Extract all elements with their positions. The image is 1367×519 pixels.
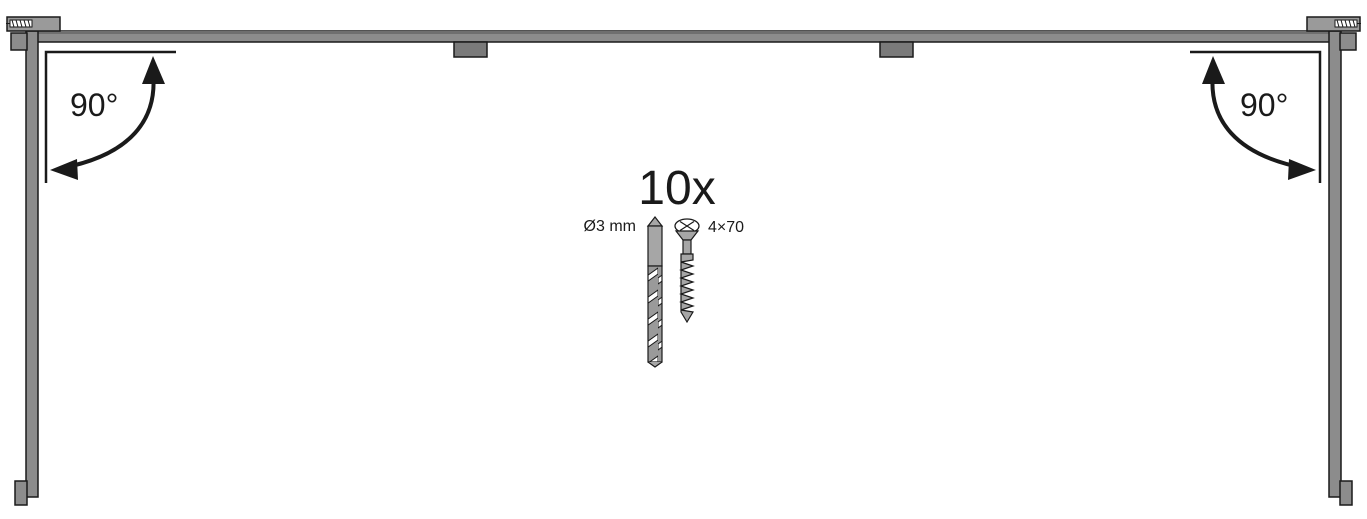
right-side-board	[1328, 30, 1342, 498]
hardware-callout: 10x Ø3 mm 4×70	[584, 162, 744, 368]
right-corner-screw-icon	[1334, 19, 1361, 28]
left-side-board	[25, 30, 39, 498]
left-angle-label: 90°	[70, 87, 118, 123]
drill-size-label: Ø3 mm	[584, 218, 636, 235]
quantity-label: 10x	[638, 162, 715, 215]
right-arrowhead-up-icon	[1202, 56, 1225, 84]
left-curved-arrow-icon	[61, 71, 156, 170]
screw-shank	[682, 239, 692, 255]
top-panel-edge-line	[30, 31, 1337, 34]
left-corner-screw-icon	[6, 19, 33, 28]
right-angle-indicator: 90°	[1190, 50, 1322, 183]
left-angle-indicator: 90°	[44, 50, 176, 183]
drill-bit-icon	[646, 216, 664, 368]
right-square-bracket	[1190, 50, 1322, 183]
left-arrowhead-left-icon	[50, 159, 78, 180]
right-corner-bracket-top	[1339, 32, 1357, 51]
left-foot	[14, 480, 28, 506]
screw-neck	[674, 230, 700, 241]
screw-cross-slot	[679, 220, 695, 232]
left-arrowhead-up-icon	[142, 56, 165, 84]
right-curved-arrow-icon	[1210, 71, 1305, 170]
right-angle-label: 90°	[1240, 87, 1288, 123]
left-corner-bracket-top	[10, 32, 28, 51]
left-side-panel	[6, 16, 61, 506]
left-square-bracket	[44, 50, 176, 183]
right-foot	[1339, 480, 1353, 506]
top-clip-left	[453, 41, 488, 58]
top-panel	[29, 30, 1338, 58]
screw-thread	[679, 253, 695, 324]
right-side-panel	[1306, 16, 1361, 506]
top-clip-right	[879, 41, 914, 58]
right-arrowhead-right-icon	[1288, 159, 1316, 180]
screw-size-label: 4×70	[708, 219, 744, 236]
screw-icon	[674, 218, 700, 324]
